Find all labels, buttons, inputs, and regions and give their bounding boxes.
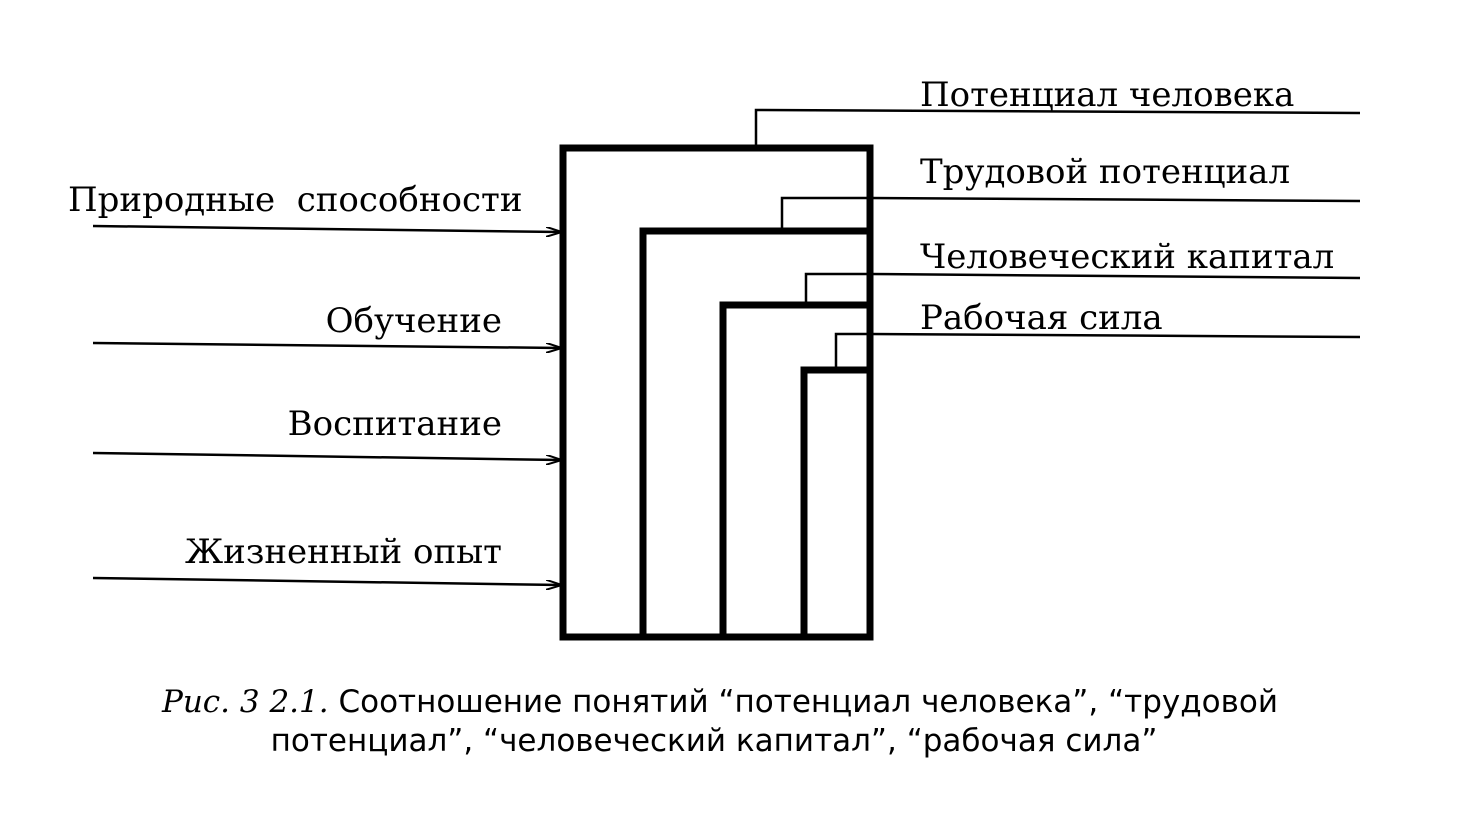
figure-caption-line-2: потенциал”, “человеческий капитал”, “раб…: [271, 723, 1158, 759]
leader-human-capital: [804, 272, 1361, 305]
caption-line-1-text: Соотношение понятий “потенциал человека”…: [329, 684, 1278, 720]
figure-reference: Рис. 3 2.1.: [161, 684, 329, 720]
leader-labor-force: [834, 332, 1361, 370]
arrow-education: [92, 341, 561, 348]
box-labor-potential: [639, 227, 874, 641]
arrow-life-experience: [92, 576, 561, 585]
label-life-experience: Жизненный опыт: [185, 532, 502, 572]
arrow-upbringing: [92, 451, 561, 460]
arrow-natural-abilities: [92, 224, 561, 232]
leader-human-potential: [754, 108, 1361, 148]
box-human-potential: [559, 144, 874, 641]
label-natural-abilities: Природные способности: [68, 180, 523, 220]
label-human-potential: Потенциал человека: [920, 75, 1294, 115]
box-labor-force: [800, 366, 874, 641]
label-education: Обучение: [326, 301, 502, 341]
label-labor-force: Рабочая сила: [920, 298, 1163, 338]
figure-caption-line-1: Рис. 3 2.1. Соотношение понятий “потенци…: [161, 684, 1278, 720]
box-human-capital: [719, 301, 874, 641]
label-human-capital: Человеческий капитал: [920, 237, 1334, 277]
label-labor-potential: Трудовой потенциал: [920, 152, 1290, 192]
leader-labor-potential: [780, 196, 1361, 231]
label-upbringing: Воспитание: [288, 404, 502, 444]
